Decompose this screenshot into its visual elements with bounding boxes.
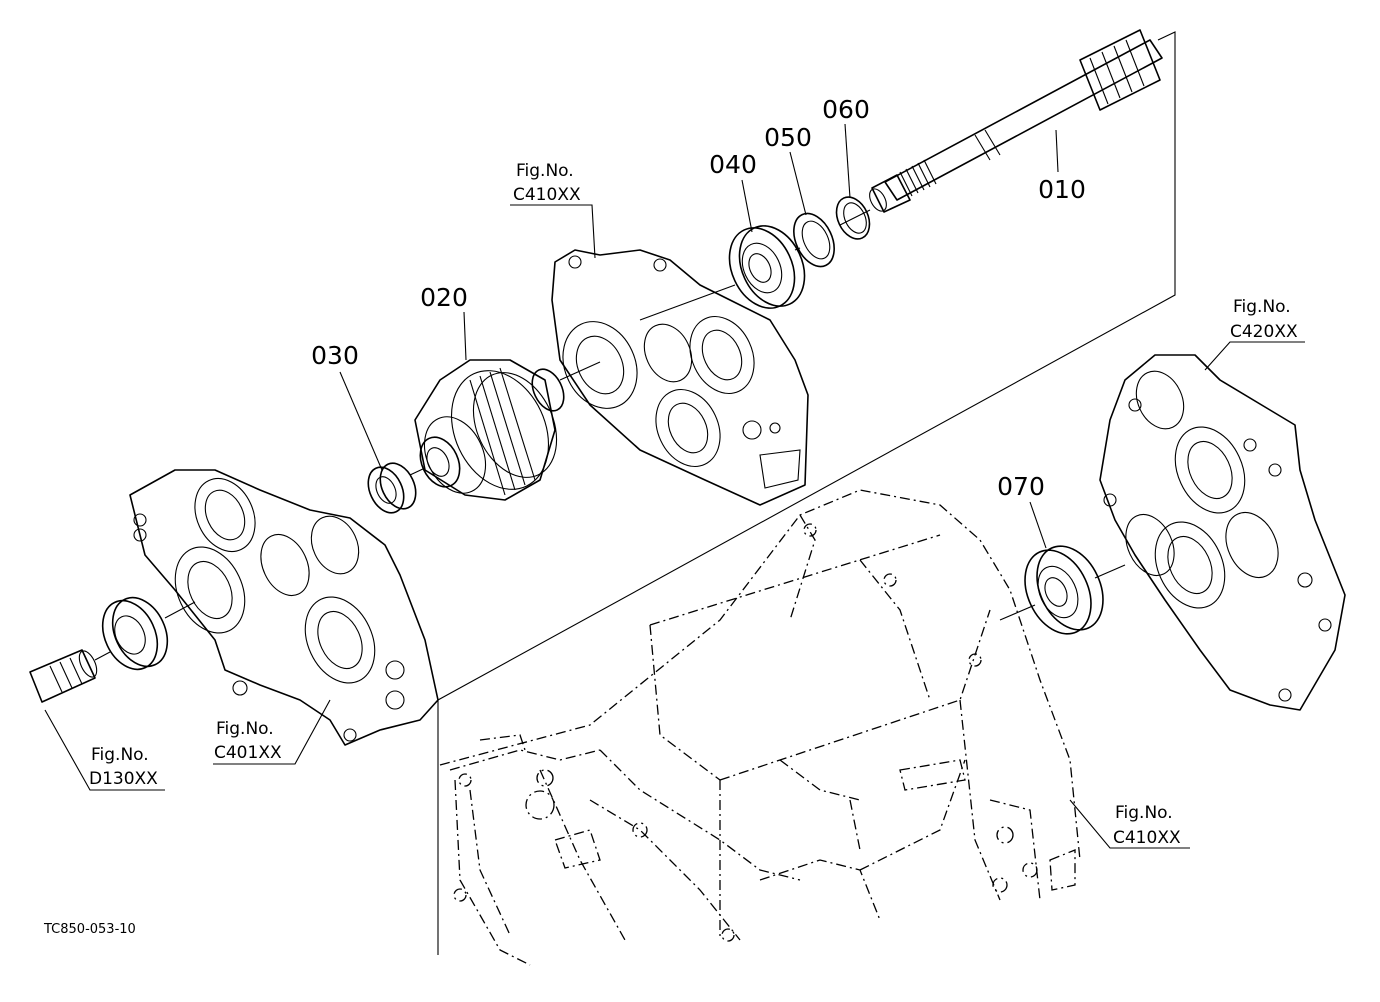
figure-ref-label: Fig.No.: [1233, 297, 1291, 317]
figure-ref-c420xx: Fig.No. C420XX: [1230, 297, 1298, 342]
left-case-plate: [129, 469, 439, 746]
center-lines: [94, 209, 1126, 661]
figure-ref-code: C401XX: [214, 743, 282, 763]
collar-030: [367, 462, 417, 514]
figure-ref-code: C410XX: [1113, 828, 1181, 848]
center-case-plate: [551, 249, 809, 506]
figure-ref-label: Fig.No.: [91, 745, 149, 765]
bearing-070: [1024, 545, 1104, 635]
drawing-code: TC850-053-10: [43, 922, 136, 937]
figure-ref-code: D130XX: [89, 769, 158, 789]
part-number-060: 060: [822, 95, 870, 124]
figure-ref-c410xx-bottom: Fig.No. C410XX: [1113, 803, 1181, 848]
part-number-040: 040: [709, 150, 757, 179]
shaft-010: [869, 29, 1163, 213]
figure-ref-code: C420XX: [1230, 322, 1298, 342]
figure-ref-leaders: [44, 204, 1305, 849]
figure-ref-label: Fig.No.: [216, 719, 274, 739]
figure-ref-code: C410XX: [513, 185, 581, 205]
bearing-040: [728, 225, 806, 309]
leader-lines: [339, 123, 1059, 549]
left-shaft-end: [29, 649, 98, 703]
washer-050: [793, 212, 835, 268]
left-bearing: [101, 596, 169, 671]
figure-ref-c410xx-top: Fig.No. C410XX: [513, 161, 581, 205]
part-number-020: 020: [420, 283, 468, 312]
clutch-hub-020: [414, 359, 565, 501]
figure-ref-c401xx: Fig.No. C401XX: [214, 719, 282, 763]
part-number-030: 030: [311, 341, 359, 370]
part-number-070: 070: [997, 472, 1045, 501]
figure-ref-d130xx: Fig.No. D130XX: [89, 745, 158, 789]
figure-ref-label: Fig.No.: [1115, 803, 1173, 823]
right-cover-plate: [1099, 354, 1346, 711]
figure-ref-label: Fig.No.: [516, 161, 574, 181]
part-number-050: 050: [764, 123, 812, 152]
part-number-010: 010: [1038, 175, 1086, 204]
transmission-case: [439, 489, 1081, 966]
callout-frame: [437, 31, 1176, 955]
